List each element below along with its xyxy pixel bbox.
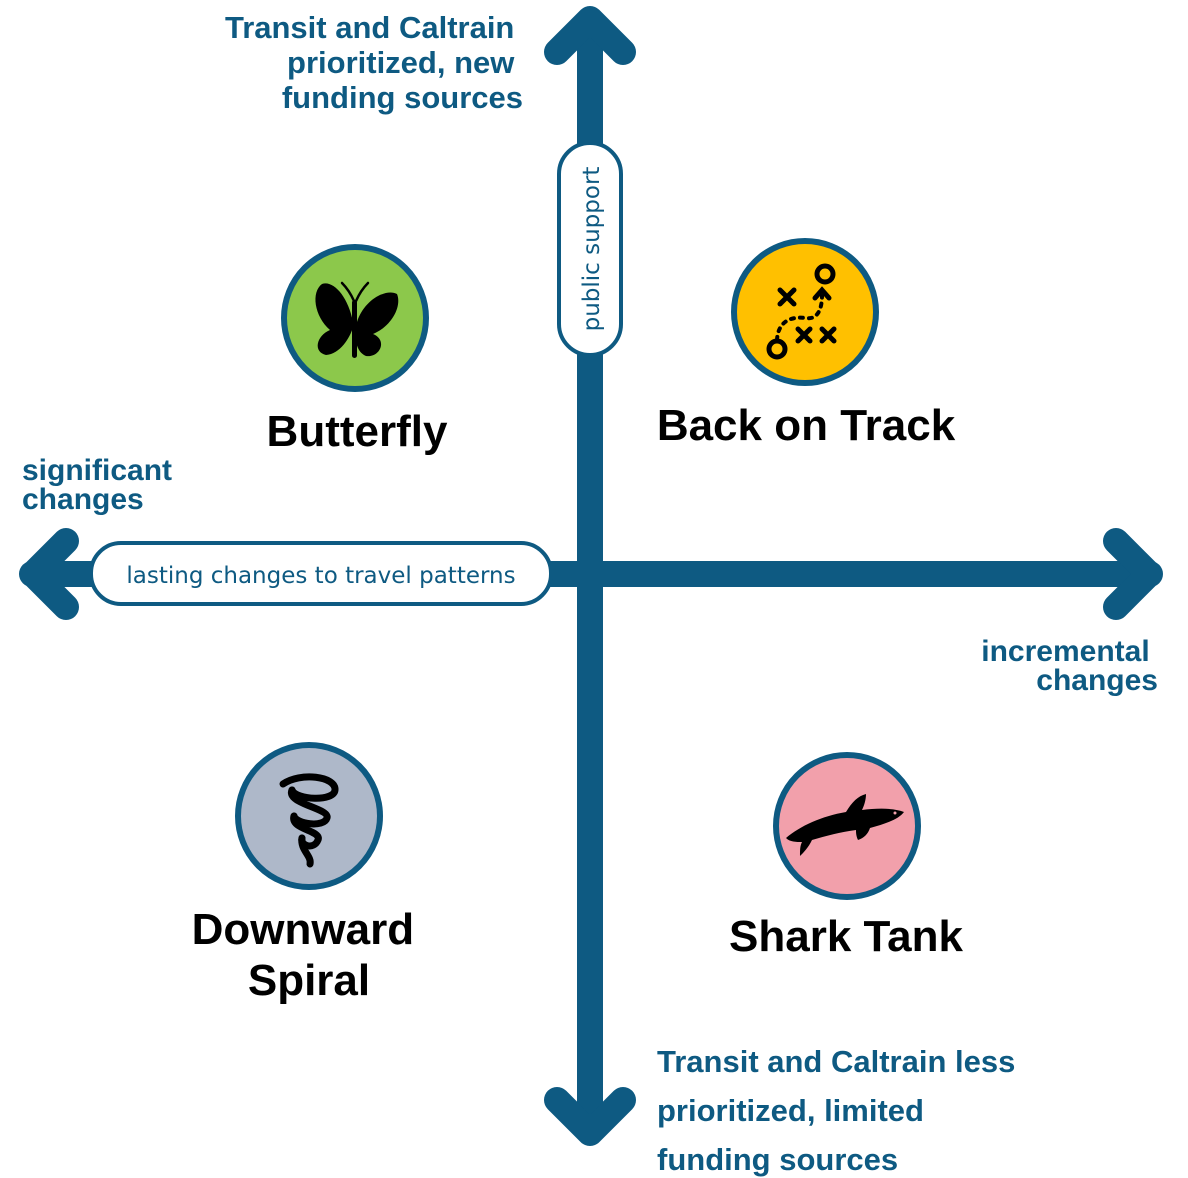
shark-tank-title: Shark Tank — [729, 912, 963, 961]
vertical-axis-top-note: Transit and Caltrain prioritized, new fu… — [225, 10, 523, 115]
vertical-axis-pill: public support — [557, 141, 623, 357]
scenario-downward-spiral: Downward Spiral — [192, 742, 427, 1005]
back-on-track-title-line-1: Back on Track — [657, 401, 956, 450]
downward-spiral-title: Downward Spiral — [192, 905, 427, 1005]
left-note-line-1: significant — [22, 454, 172, 487]
back-on-track-title: Back on Track — [657, 401, 956, 450]
play-diagram-icon — [766, 263, 837, 360]
downward-spiral-title-line-1: Downward — [192, 905, 414, 954]
top-note-line-3: funding sources — [282, 80, 523, 115]
horizontal-axis-pill-box — [89, 541, 553, 606]
butterfly-title-line-1: Butterfly — [267, 407, 448, 456]
downward-spiral-title-line-2: Spiral — [248, 956, 370, 1005]
scenario-butterfly: Butterfly — [267, 244, 448, 456]
scenario-shark-tank: Shark Tank — [729, 752, 963, 961]
right-note-line-2: changes — [1036, 664, 1158, 697]
vertical-axis-pill-box — [557, 141, 623, 357]
horizontal-axis-pill: lasting changes to travel patterns — [89, 541, 553, 606]
shark-icon — [786, 794, 904, 856]
scenario-back-on-track: Back on Track — [657, 238, 956, 450]
shark-tank-title-line-1: Shark Tank — [729, 912, 963, 961]
horizontal-axis-right-arrowhead — [1103, 528, 1162, 620]
vertical-axis-bottom-arrowhead — [544, 1087, 636, 1146]
vertical-axis-top-arrowhead — [544, 6, 636, 65]
right-note-line-1: incremental — [981, 635, 1149, 668]
vertical-axis-bottom-note: Transit and Caltrain less prioritized, l… — [657, 1044, 1024, 1177]
top-note-line-1: Transit and Caltrain — [225, 10, 514, 45]
left-note-line-2: changes — [22, 483, 144, 516]
bottom-note-line-2: prioritized, limited — [657, 1093, 924, 1128]
butterfly-title: Butterfly — [267, 407, 448, 456]
horizontal-axis-left-arrowhead — [20, 528, 79, 620]
bottom-note-line-3: funding sources — [657, 1142, 898, 1177]
bottom-note-line-1: Transit and Caltrain less — [657, 1044, 1015, 1079]
downward-spiral-badge — [235, 742, 383, 890]
top-note-line-2: prioritized, new — [287, 45, 515, 80]
horizontal-axis-name: lasting changes to travel patterns — [126, 563, 515, 589]
horizontal-axis-left-note: significant changes — [22, 454, 180, 516]
vertical-axis-name: public support — [579, 167, 605, 332]
horizontal-axis-right-note: incremental changes — [981, 635, 1158, 697]
butterfly-icon — [315, 281, 399, 358]
tornado-icon — [279, 773, 339, 868]
back-on-track-badge — [731, 238, 879, 386]
